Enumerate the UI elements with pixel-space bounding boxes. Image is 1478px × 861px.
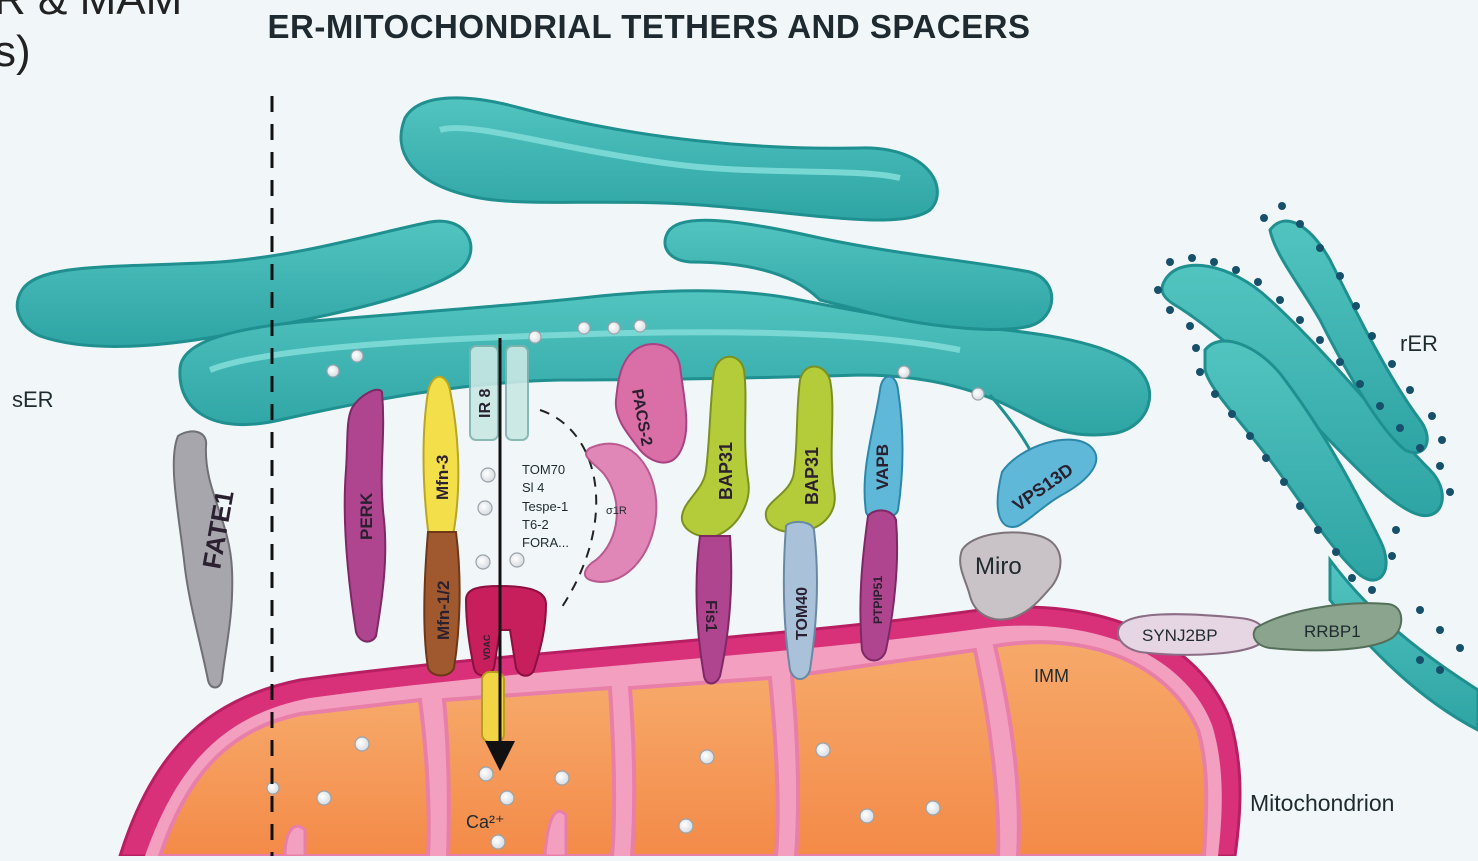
side-list-item: TOM70 (522, 462, 565, 477)
side-list: TOM70 Sl 4 Tespe-1 T6-2 FORA... (522, 462, 569, 550)
bap31-fis1-complex: BAP31 Fis1 (682, 357, 749, 684)
vps13d-protein: VPS13D (998, 440, 1097, 527)
mfn-top-label: Mfn-3 (433, 455, 452, 500)
bap31-b-label: BAP31 (802, 447, 822, 505)
synj2bp-label: SYNJ2BP (1142, 626, 1218, 645)
er-cistern-top (401, 98, 937, 220)
side-list-item: T6-2 (522, 517, 549, 532)
side-list-item: FORA... (522, 535, 569, 550)
fis1-label: Fis1 (702, 600, 719, 632)
fate1-protein: FATE1 (174, 431, 240, 687)
ptpip51-label: PTPIP51 (871, 576, 885, 624)
sigma1r-label: σ1R (606, 505, 627, 517)
rer-label: rER (1400, 331, 1438, 356)
vapb-label: VAPB (873, 444, 892, 490)
vapb-ptpip51-complex: VAPB PTPIP51 (860, 377, 902, 661)
bap31-a-label: BAP31 (716, 442, 736, 500)
side-list-item: Tespe-1 (522, 499, 568, 514)
perk-label: PERK (357, 492, 376, 540)
mfn-top-protein: Mfn-3 (424, 377, 459, 538)
synj2bp-rrbp1-complex: SYNJ2BP RRBP1 (1118, 603, 1401, 655)
rrbp1-label: RRBP1 (1304, 622, 1361, 641)
ip3r-label: IR 8 (477, 389, 494, 418)
imm-label: IMM (1034, 666, 1069, 686)
miro-label: Miro (975, 553, 1022, 580)
pacs2-protein: PACS-2 (616, 344, 687, 462)
tom40-label: TOM40 (794, 587, 811, 640)
perk-protein: PERK (345, 390, 386, 642)
diagram-title: ER-MITOCHONDRIAL TETHERS AND SPACERS (0, 8, 1388, 46)
calcium-label: Ca²⁺ (466, 812, 505, 832)
vdac-label: VDAC (482, 634, 492, 660)
mitochondrion (120, 607, 1240, 856)
mitochondrion-label: Mitochondrion (1250, 790, 1394, 816)
mfn-bottom-protein: Mfn-1/2 (424, 532, 459, 676)
mfn-bottom-label: Mfn-1/2 (434, 581, 453, 641)
side-list-item: Sl 4 (522, 480, 544, 495)
ser-label: sER (12, 387, 54, 412)
